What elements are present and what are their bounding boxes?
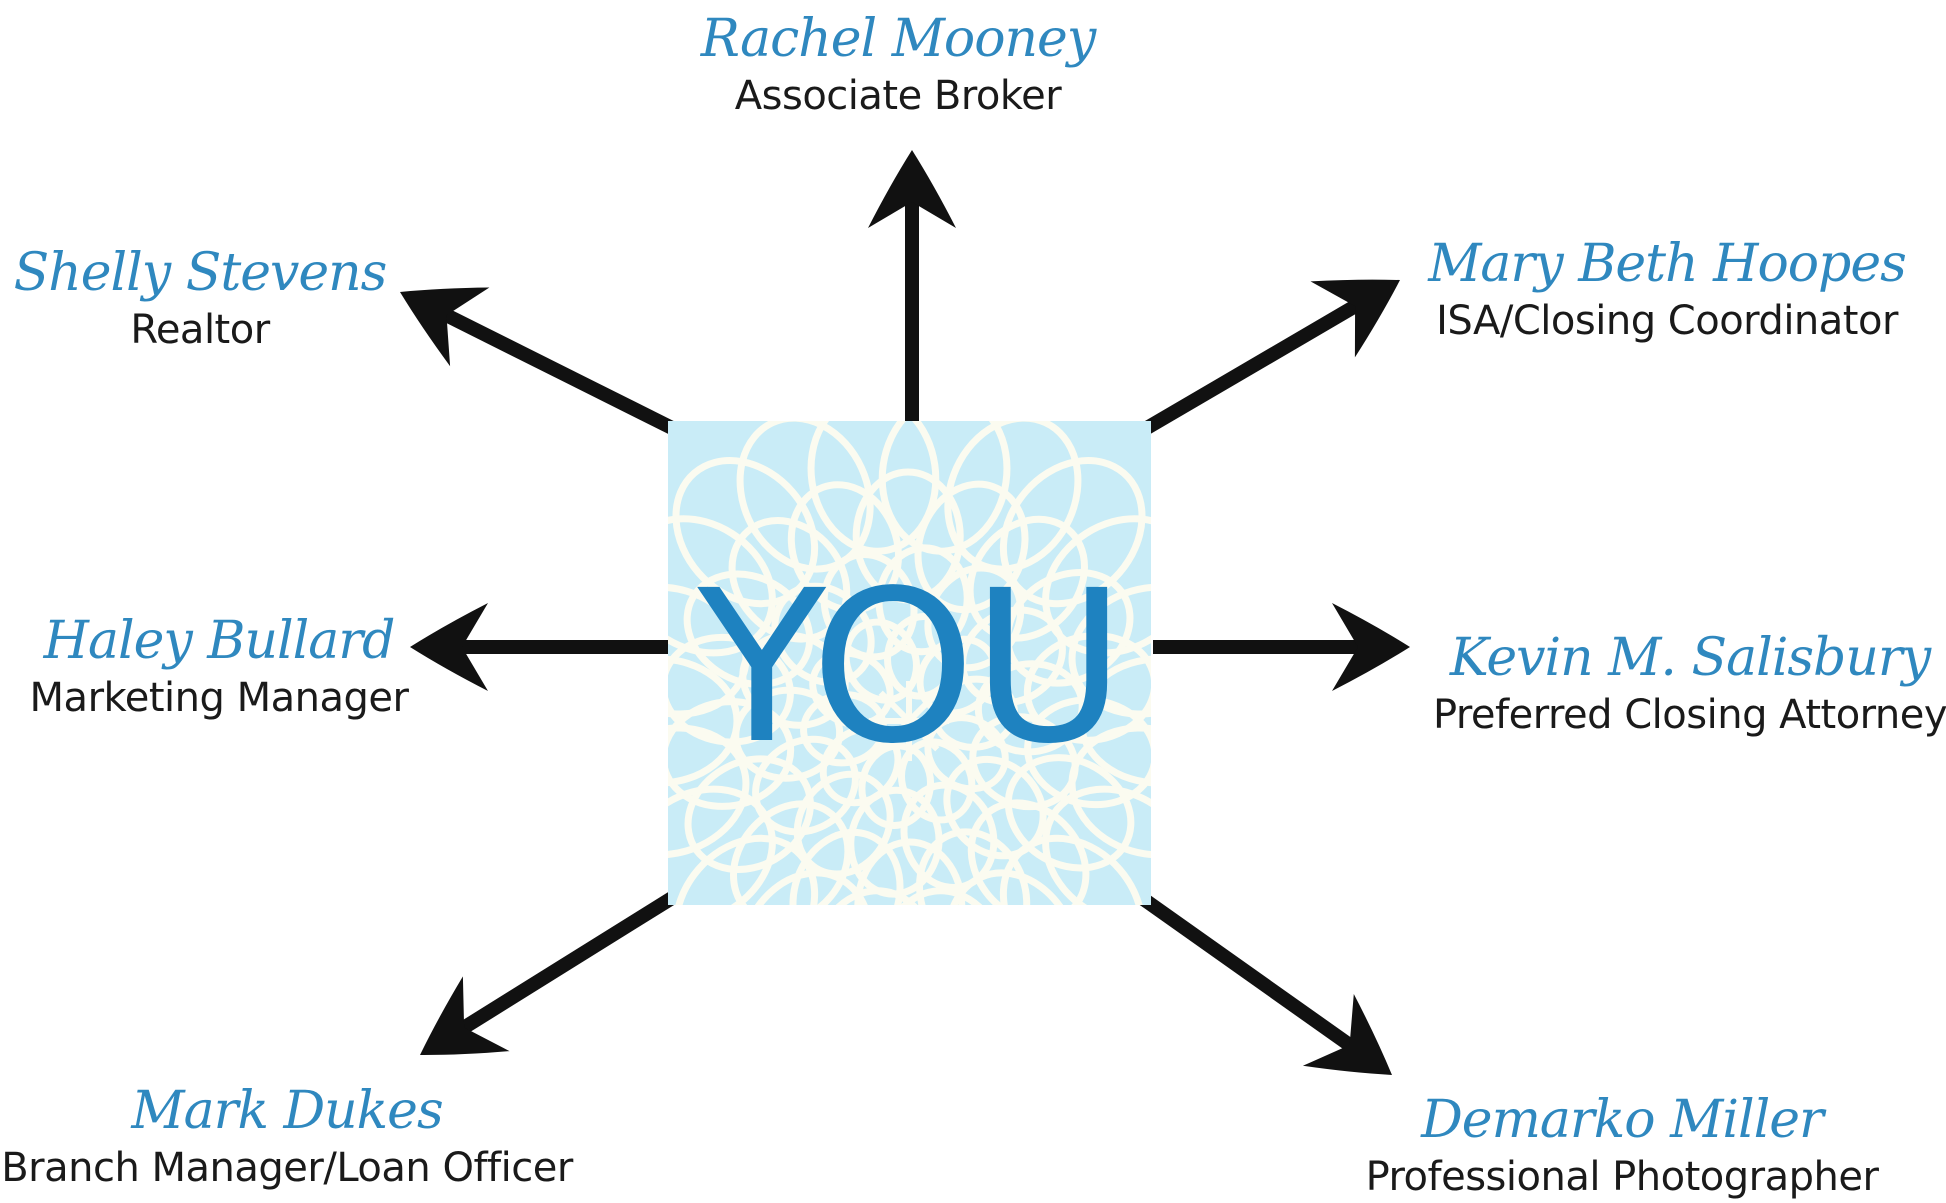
flower-petal	[668, 633, 794, 746]
person-name: Demarko Miller	[1421, 1090, 1824, 1150]
arrow-to-rachel-mooney	[868, 150, 956, 424]
person-mary-beth-hoopes: Mary Beth Hoopes ISA/Closing Coordinator	[1428, 233, 1907, 347]
flower-petal	[684, 755, 814, 874]
arrow-shaft	[423, 299, 684, 439]
person-haley-bullard: Haley Bullard Marketing Manager	[30, 610, 409, 724]
arrow-head	[1302, 994, 1392, 1075]
center-label: YOU	[697, 545, 1126, 790]
arrow-to-haley-bullard	[410, 603, 668, 691]
flower-petal	[852, 468, 964, 604]
flower-petal	[914, 480, 1029, 614]
person-name: Mark Dukes	[131, 1081, 443, 1141]
person-shelly-stevens: Shelly Stevens Realtor	[13, 242, 388, 356]
flower-petal	[884, 613, 960, 700]
person-role: Preferred Closing Attorney	[1432, 692, 1946, 738]
person-role: Realtor	[130, 307, 270, 353]
flower-petal	[752, 735, 859, 836]
flower-petal	[1004, 568, 1134, 687]
person-rachel-mooney: Rachel Mooney Associate Broker	[700, 8, 1096, 122]
flower-petal	[732, 686, 844, 782]
flower-petal	[924, 564, 1025, 672]
flower-spoke	[878, 690, 912, 724]
flower-petal	[807, 421, 940, 555]
person-role: Associate Broker	[734, 73, 1062, 119]
arrow-shaft	[1136, 289, 1378, 439]
person-role: Professional Photographer	[1365, 1154, 1879, 1200]
flower-petal	[1024, 696, 1151, 809]
flower-petal	[793, 770, 894, 878]
arrow-head	[420, 976, 510, 1056]
flower-petal	[800, 691, 887, 767]
person-role: Branch Manager/Loan Officer	[1, 1145, 573, 1191]
flower-petal	[668, 724, 750, 859]
flower-petal	[1068, 583, 1151, 718]
flower-spoke	[906, 690, 940, 724]
flower-petal	[943, 755, 1047, 860]
flower-petal	[683, 570, 814, 688]
flower-petal	[999, 457, 1146, 608]
arrow-head	[400, 287, 490, 367]
person-demarko-miller: Demarko Miller Professional Photographer	[1366, 1089, 1879, 1203]
arrow-head	[868, 150, 956, 228]
person-name: Rachel Mooney	[700, 9, 1096, 69]
flower-petal	[854, 838, 966, 905]
flower-spoke	[878, 718, 912, 752]
arrow-to-shelly-stevens	[400, 287, 684, 439]
person-name: Mary Beth Hoopes	[1428, 234, 1907, 294]
flower-petal	[1004, 754, 1135, 872]
flower-petal	[924, 714, 1009, 793]
flower-petal	[842, 618, 920, 704]
person-name: Kevin M. Salisbury	[1449, 628, 1931, 688]
flower-petal	[789, 828, 904, 905]
arrow-head	[410, 603, 488, 691]
arrow-to-mary-beth-hoopes	[1136, 279, 1400, 439]
flower-petal	[672, 834, 819, 905]
arrow-to-kevin-salisbury	[1153, 603, 1410, 691]
arrow-shaft	[1137, 892, 1372, 1064]
arrow-to-demarko-miller	[1137, 892, 1392, 1075]
flower-pattern-icon	[668, 421, 1151, 905]
arrow-head	[1332, 603, 1410, 691]
flower-petal	[931, 675, 1018, 751]
flower-petal	[809, 649, 894, 728]
arrow-head	[1310, 279, 1400, 358]
arrow-to-mark-dukes	[420, 892, 676, 1056]
center-node: YOU	[668, 421, 1151, 905]
flower-petal	[966, 515, 1089, 642]
flower-spoke	[906, 718, 940, 752]
flower-petal	[898, 738, 976, 824]
person-name: Shelly Stevens	[13, 243, 388, 303]
flower-petal	[974, 660, 1086, 756]
flower-petal	[729, 800, 852, 905]
flower-petal	[787, 481, 902, 614]
flower-petal	[858, 742, 934, 829]
flower-petal	[959, 606, 1066, 707]
flower-petal	[878, 887, 1011, 905]
person-role: Marketing Manager	[29, 675, 409, 721]
person-kevin-salisbury: Kevin M. Salisbury Preferred Closing Att…	[1433, 627, 1946, 741]
flower-petal	[771, 582, 875, 687]
flower-petal	[916, 828, 1031, 905]
arrow-shaft	[441, 892, 676, 1046]
person-role: ISA/Closing Coordinator	[1436, 298, 1898, 344]
person-name: Haley Bullard	[43, 611, 396, 671]
person-mark-dukes: Mark Dukes Branch Manager/Loan Officer	[1, 1080, 573, 1194]
